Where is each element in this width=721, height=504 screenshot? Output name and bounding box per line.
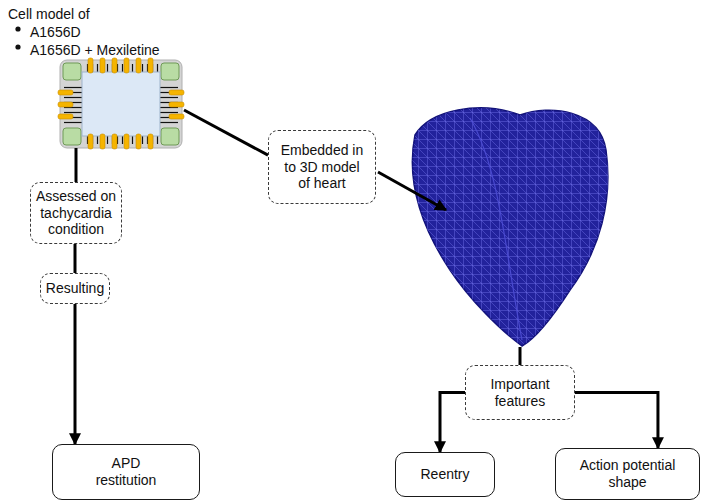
heart-mesh	[400, 100, 615, 350]
ion-channel	[148, 58, 153, 73]
cell-model: Cell model ofA1656DA1656D + Mexiletine	[8, 2, 184, 148]
list-item: A1656D	[8, 23, 184, 41]
box-label: Action potential shape	[564, 457, 691, 491]
box-label: Assessed on tachycardia condition	[35, 188, 117, 238]
ion-channel	[136, 58, 141, 73]
cell-illustration	[58, 58, 184, 149]
ion-channel	[88, 134, 93, 149]
list-bullet	[15, 26, 20, 31]
cell-corner	[161, 128, 179, 145]
box-label: APD restitution	[86, 455, 166, 489]
result-box: APD restitution	[52, 444, 200, 500]
connector-line	[184, 110, 268, 155]
box-label: Reentry	[420, 466, 469, 483]
ion-channel	[124, 58, 129, 73]
connector-line	[575, 393, 658, 449]
connector-layer	[75, 110, 658, 452]
ion-channel	[58, 90, 73, 95]
result-box: Action potential shape	[555, 448, 700, 500]
list-item: A1656D + Mexiletine	[8, 41, 184, 59]
ion-channel	[100, 58, 105, 73]
box-label: Embedded in to 3D model of heart	[279, 142, 365, 192]
ion-channel	[58, 102, 73, 107]
process-box: Assessed on tachycardia condition	[30, 182, 122, 244]
connector-line	[75, 148, 78, 182]
process-box: Resulting	[40, 273, 110, 304]
ion-channel	[112, 134, 117, 149]
heart-illustration	[400, 100, 615, 350]
cell-interior	[82, 72, 160, 136]
heading-text: Cell model of	[8, 5, 184, 23]
ion-channel	[124, 134, 129, 149]
process-box: Embedded in to 3D model of heart	[268, 130, 376, 204]
connector-line	[440, 393, 465, 453]
ion-channel	[169, 90, 184, 95]
ion-channel	[58, 114, 73, 119]
box-label: Important features	[474, 376, 566, 410]
result-box: Reentry	[395, 452, 495, 497]
connector-line	[74, 244, 77, 273]
ion-channel	[148, 134, 153, 149]
list-bullet	[15, 44, 20, 49]
ion-channel	[112, 58, 117, 73]
ion-channel	[169, 114, 184, 119]
ion-channel	[169, 102, 184, 107]
connector-line	[74, 304, 77, 444]
cell-corner	[161, 63, 179, 80]
process-box: Important features	[465, 365, 575, 420]
channel-group	[58, 58, 184, 149]
heart-ridge	[470, 118, 522, 340]
heart-arrow	[378, 172, 446, 210]
cell-outer	[60, 60, 182, 148]
box-label: Resulting	[46, 280, 104, 297]
ion-channel	[100, 134, 105, 149]
cell-corner	[63, 63, 81, 80]
cell-corner	[63, 128, 81, 145]
ion-channel	[136, 134, 141, 149]
heart-link-line	[519, 347, 522, 365]
ion-channel	[88, 58, 93, 73]
